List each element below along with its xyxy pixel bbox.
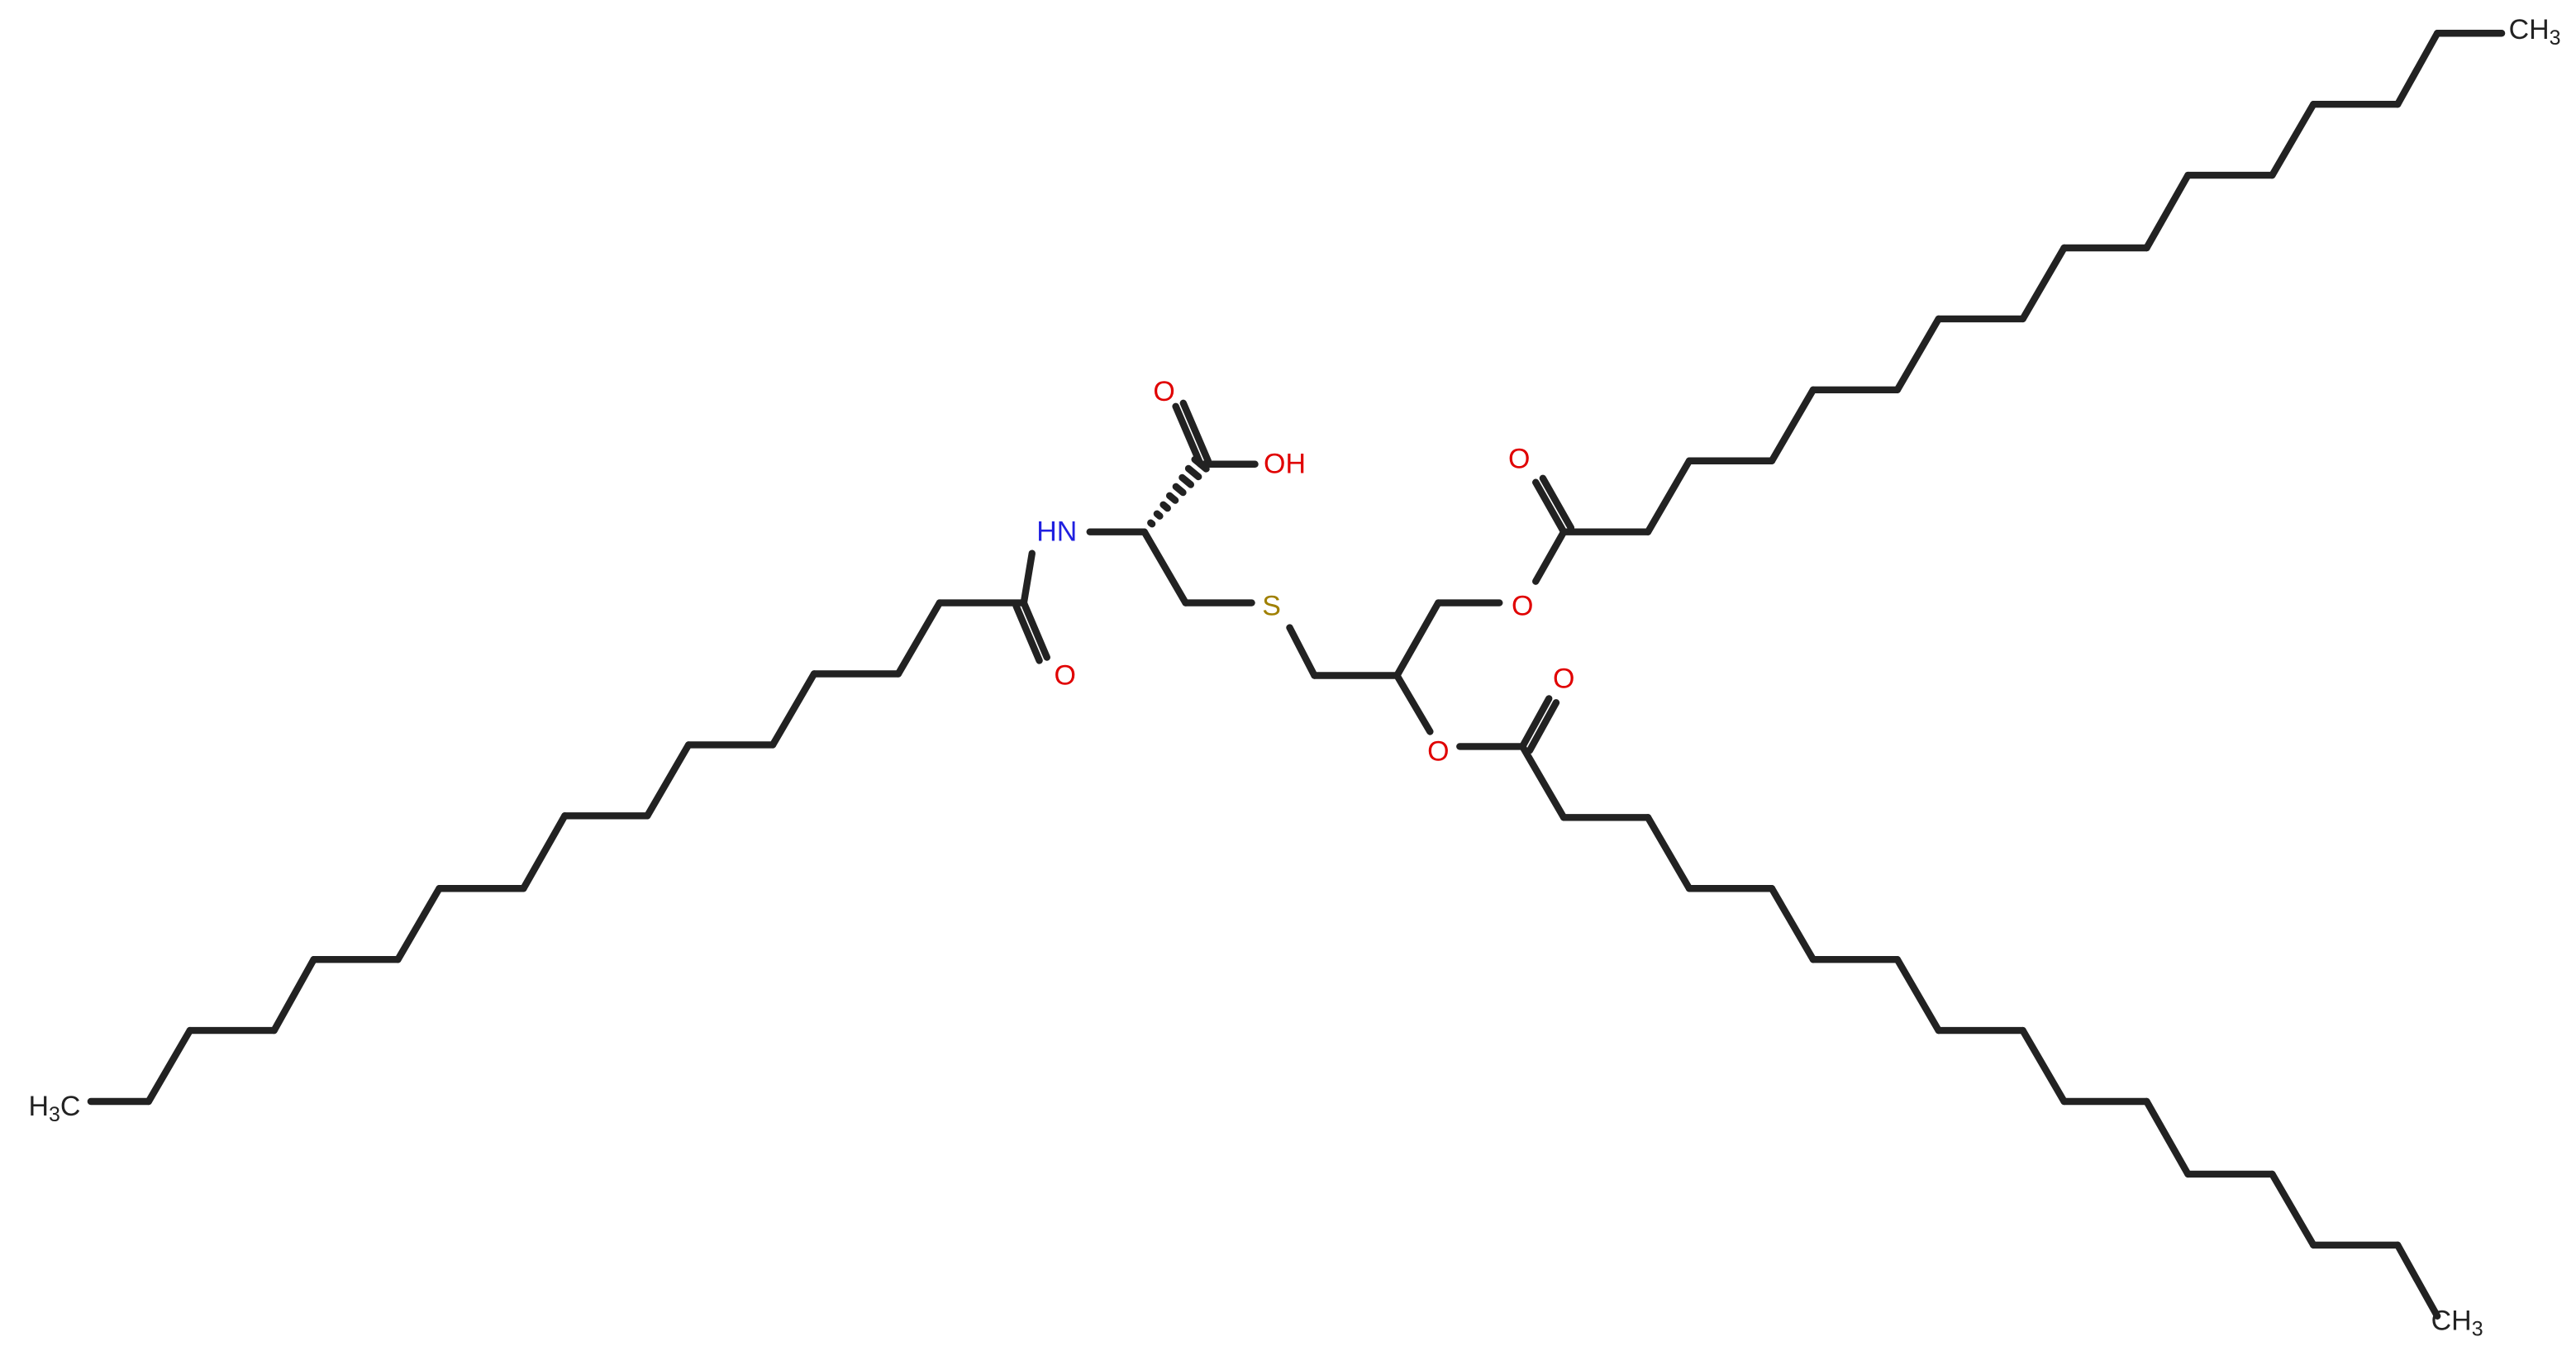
atom-label-part: CH: [2509, 14, 2550, 45]
ester2-acyl-chain-bond-12: [2269, 1170, 2317, 1249]
atom-label-o-ester2-link: O: [1427, 735, 1449, 767]
atom-label-part: O: [1153, 376, 1174, 407]
atom-label-part: O: [1427, 735, 1449, 767]
amide-acyl-chain-bond-7: [520, 812, 569, 892]
atom-label-part: CH: [2431, 1306, 2472, 1337]
acid-carbonyl-b: [1179, 399, 1212, 465]
atom-label-o-ester1-carbonyl: O: [1508, 444, 1530, 475]
ester1-acyl-chain-bond-1: [1644, 457, 1693, 535]
ester2-acyl-chain-bond-0: [1519, 743, 1568, 821]
bond-layer: [87, 30, 2506, 1320]
atom-label-nh-amide: HN: [1036, 516, 1077, 548]
ester2-carbonyl-a: [1519, 695, 1553, 750]
glyc-o2-bond: [1393, 672, 1434, 735]
atom-label-part: O: [1553, 663, 1574, 694]
nh-amidec-bond: [1020, 549, 1036, 607]
atom-label-part: H: [28, 1091, 49, 1122]
atom-label-part: 3: [2550, 26, 2561, 50]
o1-ester1c-bond: [1532, 528, 1568, 585]
atom-label-o-acid-carbonyl: O: [1153, 376, 1174, 407]
atom-label-o-ester2-carbonyl: O: [1553, 663, 1574, 694]
amide-carbonyl-b: [1012, 602, 1043, 664]
atom-label-part: OH: [1264, 449, 1306, 480]
atom-label-o-amide: O: [1055, 660, 1076, 692]
atom-label-part: O: [1508, 444, 1530, 475]
amide-acyl-chain-bond-9: [394, 885, 443, 963]
ester1-carbonyl-b: [1539, 474, 1575, 531]
atom-label-o-ester1-link: O: [1512, 591, 1533, 622]
ester2-acyl-chain-bond-8: [2019, 1026, 2068, 1106]
ester2-carbonyl-b: [1526, 699, 1560, 754]
atom-label-part: 3: [49, 1103, 60, 1126]
atom-label-part: HN: [1036, 516, 1077, 548]
ester2-acyl-chain-bond-6: [1893, 955, 1942, 1035]
acid-carbonyl-a: [1172, 402, 1204, 468]
atom-label-s-thioether: S: [1262, 591, 1281, 622]
alpha-beta-bond: [1140, 528, 1189, 607]
alpha-wedge-hash-4: [1165, 492, 1179, 504]
ester1-acyl-chain-bond-7: [2019, 244, 2068, 323]
glyc-ch-ch2-bond: [1393, 599, 1442, 679]
ester1-acyl-chain-bond-11: [2269, 100, 2317, 179]
ester1-carbonyl-a: [1532, 478, 1568, 535]
alpha-wedge-hash-1: [1147, 519, 1156, 528]
atom-label-ch3-top: CH3: [2509, 14, 2561, 50]
amide-acyl-chain-bond-13: [145, 1026, 193, 1106]
alpha-wedge-hash-6: [1178, 473, 1195, 488]
atom-label-oh-acid: OH: [1264, 449, 1306, 480]
alpha-wedge-hash-3: [1159, 501, 1171, 512]
amide-acyl-chain-bond-5: [644, 741, 693, 820]
amide-acyl-chain-bond-1: [894, 599, 944, 678]
alpha-wedge-hash-5: [1172, 483, 1187, 497]
atom-label-part: 3: [2472, 1318, 2483, 1341]
amide-acyl-chain-bond-3: [769, 670, 818, 749]
ester1-acyl-chain-bond-13: [2394, 30, 2441, 108]
ester1-acyl-chain-bond-5: [1893, 315, 1942, 394]
ester1-acyl-chain-bond-9: [2143, 171, 2192, 252]
alpha-wedge-hash-2: [1153, 510, 1164, 520]
amide-acyl-chain-bond-11: [270, 955, 317, 1035]
atom-label-ch3-bottom: CH3: [2431, 1306, 2483, 1341]
ester2-acyl-chain-bond-10: [2143, 1097, 2192, 1178]
atom-label-part: O: [1055, 660, 1076, 692]
ester2-acyl-chain-bond-4: [1768, 885, 1817, 963]
ester1-acyl-chain-bond-3: [1768, 386, 1817, 464]
atom-label-part: S: [1262, 591, 1281, 622]
atom-label-part: O: [1512, 591, 1533, 622]
amide-carbonyl-a: [1020, 599, 1050, 661]
ester2-acyl-chain-bond-2: [1644, 814, 1693, 892]
alpha-wedge-hash-7: [1184, 464, 1202, 481]
s-glyc-bond: [1286, 624, 1318, 679]
atom-label-ch3-left: H3C: [28, 1091, 80, 1126]
atom-label-part: C: [60, 1091, 81, 1122]
ester2-acyl-chain-bond-14: [2394, 1241, 2441, 1320]
